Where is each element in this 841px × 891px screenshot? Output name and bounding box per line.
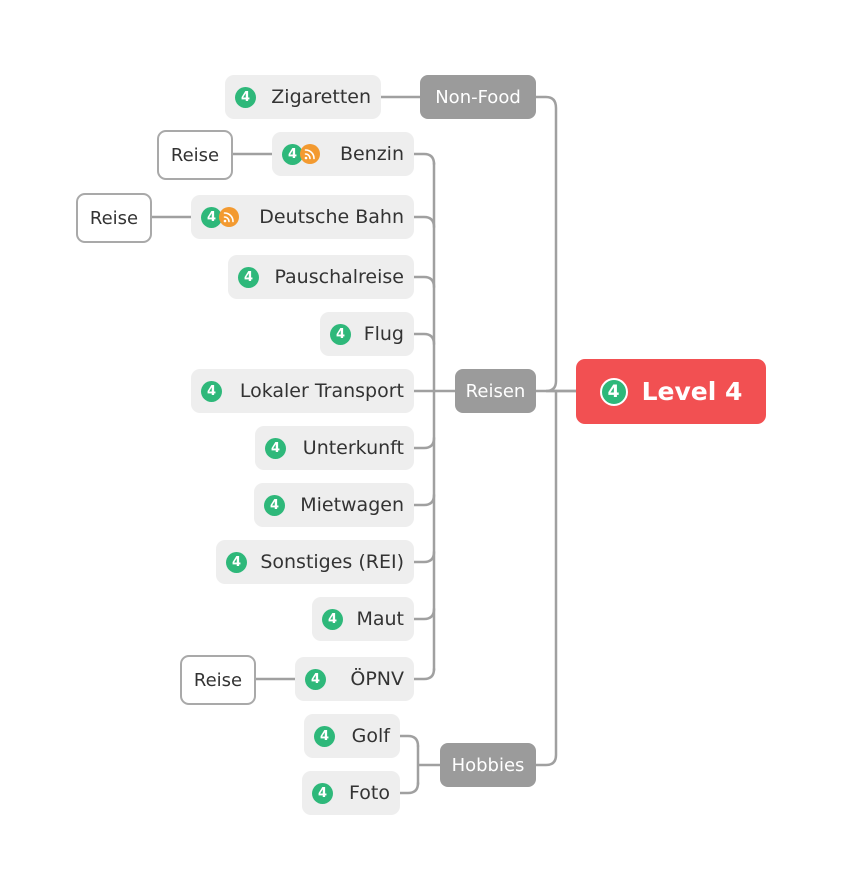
root-topic[interactable]: 4 Level 4 [576,359,766,424]
topic-label: Mietwagen [300,494,404,516]
priority-4-icon: 4 [201,380,222,402]
priority-4-icon: 4 [314,725,335,747]
branch-label: Non-Food [435,86,521,108]
connector-hobbies-foto [398,781,420,795]
topic-label: Foto [349,782,390,804]
topic-zigaretten[interactable]: 4 Zigaretten [225,75,381,119]
topic-label: Maut [356,608,404,630]
topic-label: Benzin [339,143,404,165]
topic-label: Golf [351,725,390,747]
callout-label: Reise [193,669,243,691]
priority-4-icon: 4 [238,266,259,288]
topic-label: Zigaretten [271,86,371,108]
topic-foto[interactable]: 4 Foto [302,771,400,815]
topic-maut[interactable]: 4 Maut [312,597,414,641]
branch-reisen[interactable]: Reisen [455,369,536,413]
topic-label: Sonstiges (REI) [260,551,404,573]
priority-4-icon: 4 [305,668,326,690]
rss-icon [300,144,320,164]
callout-deutsche-bahn[interactable]: Reise [76,193,152,243]
connector-reisen-oepnv [412,667,436,681]
topic-label: Flug [363,323,404,345]
priority-4-icon: 4 [599,377,628,406]
connector-reisen-mietwagen [412,493,436,507]
priority-4-icon: 4 [226,551,247,573]
topic-oepnv[interactable]: 4 ÖPNV [295,657,414,701]
topic-mietwagen[interactable]: 4 Mietwagen [254,483,414,527]
connector-reisen-sonstiges [412,550,436,564]
callout-oepnv[interactable]: Reise [180,655,256,705]
priority-4-icon: 4 [330,323,351,345]
topic-sonstiges-rei[interactable]: 4 Sonstiges (REI) [216,540,414,584]
topic-pauschalreise[interactable]: 4 Pauschalreise [228,255,414,299]
priority-4-icon: 4 [264,494,285,516]
callout-benzin[interactable]: Reise [157,130,233,180]
branch-label: Reisen [465,380,526,402]
connector-root-hobbies [534,389,558,767]
topic-flug[interactable]: 4 Flug [320,312,414,356]
priority-4-icon: 4 [312,782,333,804]
connector-reisen-trunk [432,161,457,672]
rss-icon [219,207,239,227]
priority-4-icon: 4 [265,437,286,459]
branch-label: Hobbies [451,754,525,776]
topic-golf[interactable]: 4 Golf [304,714,400,758]
root-label: Level 4 [641,377,743,406]
connector-reisen-flug [412,332,436,346]
priority-4-icon: 4 [235,86,256,108]
topic-label: Deutsche Bahn [259,206,404,228]
topic-deutsche-bahn[interactable]: 4 Deutsche Bahn [191,195,414,239]
topic-lokaler-transport[interactable]: 4 Lokaler Transport [191,369,414,413]
branch-hobbies[interactable]: Hobbies [440,743,536,787]
connector-hobbies-golf [398,734,420,748]
topic-label: Lokaler Transport [239,380,404,402]
topic-label: ÖPNV [350,668,404,690]
priority-4-icon: 4 [282,143,303,165]
connector-reisen-unterkunft [412,436,436,450]
callout-label: Reise [89,207,139,229]
priority-4-icon: 4 [322,608,343,630]
topic-label: Unterkunft [302,437,404,459]
connector-reisen-deutsche-bahn [412,215,436,229]
topic-benzin[interactable]: 4 Benzin [272,132,414,176]
topic-unterkunft[interactable]: 4 Unterkunft [255,426,414,470]
connector-hobbies-trunk [416,744,442,786]
priority-4-icon: 4 [201,206,222,228]
connector-reisen-maut [412,607,436,621]
callout-label: Reise [170,144,220,166]
topic-label: Pauschalreise [274,266,404,288]
branch-non-food[interactable]: Non-Food [420,75,536,119]
connector-reisen-pauschalreise [412,275,436,289]
connector-root-nonfood [534,95,578,393]
connector-reisen-benzin [412,152,436,166]
